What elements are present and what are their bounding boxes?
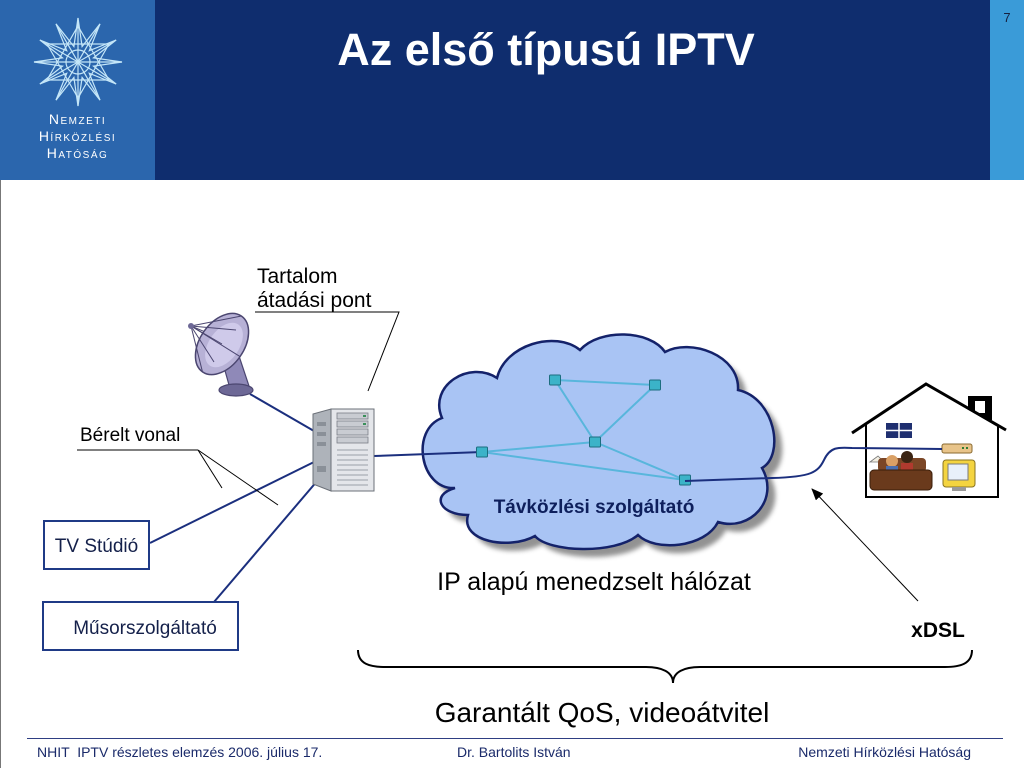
iptv-architecture-diagram: Tartalom átadási pont Bérelt vonal TV St… — [42, 265, 1007, 728]
tv-studio-link — [149, 461, 315, 544]
network-link — [594, 441, 686, 481]
network-node — [549, 374, 561, 386]
modem-icon — [941, 443, 973, 454]
qos-caption: Garantált QoS, videoátvitel — [435, 697, 770, 728]
network-link — [481, 451, 686, 481]
network-link — [554, 379, 596, 443]
server-icon — [312, 408, 375, 492]
leased-line-leader — [77, 449, 279, 506]
network-node — [476, 446, 488, 458]
content-handover-label: átadási pont — [257, 289, 372, 312]
server-to-network-link — [373, 451, 483, 457]
house-window — [886, 423, 912, 438]
broadcaster-link — [213, 479, 319, 603]
slide-border — [0, 180, 1, 768]
xdsl-access-line — [684, 446, 943, 482]
logo-line: Hatóság — [46, 145, 109, 161]
tv-studio-box — [43, 520, 150, 570]
logo-line: Hírközlési — [38, 128, 117, 144]
footer-divider — [27, 738, 1003, 739]
footer-event: NHIT IPTV részletes elemzés 2006. július… — [37, 744, 323, 760]
network-links — [481, 379, 686, 481]
satellite-dish-icon — [188, 312, 254, 397]
tv-set-icon — [942, 459, 976, 491]
content-handover-leader-line — [255, 311, 400, 392]
network-nodes — [476, 374, 691, 486]
xdsl-arrow — [811, 488, 919, 602]
cloud-label: Távközlési szolgáltató — [494, 497, 695, 518]
page-number: 7 — [1003, 10, 1011, 25]
footer-author: Dr. Bartolits István — [457, 744, 571, 760]
broadcaster-label: Műsorszolgáltató — [73, 618, 217, 639]
sofa-with-viewers — [868, 451, 933, 491]
network-link — [554, 379, 656, 386]
slide-title: Az első típusú IPTV — [337, 24, 755, 75]
footer-organization: Nemzeti Hírközlési Hatóság — [798, 744, 971, 760]
house-icon — [851, 382, 1007, 498]
network-link — [481, 441, 596, 453]
logo-line: Nemzeti — [48, 111, 107, 127]
leased-line-label: Bérelt vonal — [80, 425, 180, 446]
logo: Nemzeti Hírközlési Hatóság — [0, 0, 155, 180]
slide-header: Nemzeti Hírközlési Hatóság Az első típus… — [0, 0, 1024, 180]
broadcaster-box — [42, 601, 239, 651]
network-link — [594, 384, 656, 443]
logo-wordmark: Nemzeti Hírközlési Hatóság — [0, 111, 155, 162]
content-handover-label: Tartalom — [257, 265, 338, 288]
tv-studio-label: TV Stúdió — [55, 536, 138, 557]
network-span-brace — [357, 649, 973, 684]
xdsl-label: xDSL — [911, 619, 965, 642]
star-burst-logo-icon — [33, 17, 123, 107]
network-caption: IP alapú menedzselt hálózat — [437, 568, 751, 596]
satellite-link — [249, 393, 315, 432]
header-accent-strip — [990, 0, 1024, 180]
network-node — [589, 436, 601, 448]
network-node — [649, 379, 661, 391]
